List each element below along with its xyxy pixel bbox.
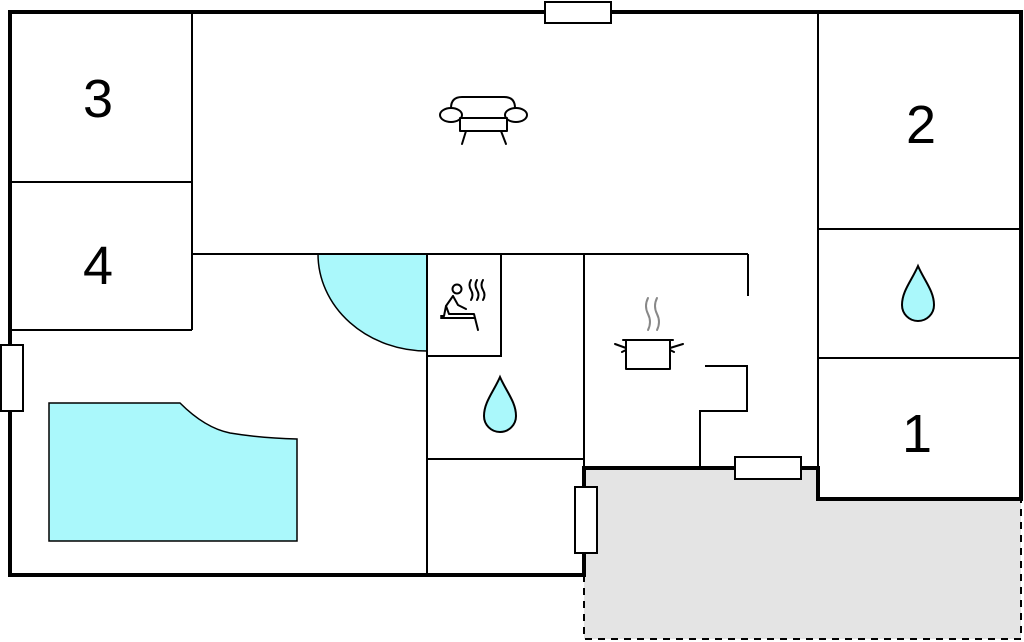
window-left — [0, 344, 24, 412]
window-terrace — [574, 486, 598, 554]
room-number-3: 3 — [83, 69, 113, 129]
windows — [0, 1, 802, 554]
window-top — [544, 1, 612, 24]
pool — [48, 402, 298, 542]
room-number-1: 1 — [902, 404, 932, 464]
room-number-4: 4 — [83, 236, 113, 296]
room-number-2: 2 — [906, 95, 936, 155]
sofa-icon — [439, 96, 528, 145]
water-drop-icon — [900, 263, 936, 322]
sauna-icon — [440, 279, 486, 331]
interior-walls — [10, 12, 1021, 575]
cooking-pot-icon — [614, 297, 684, 370]
water-drop-icon — [482, 374, 518, 433]
window-bottom-right — [734, 456, 802, 480]
terrace — [583, 468, 1022, 640]
door-swing — [317, 253, 428, 352]
